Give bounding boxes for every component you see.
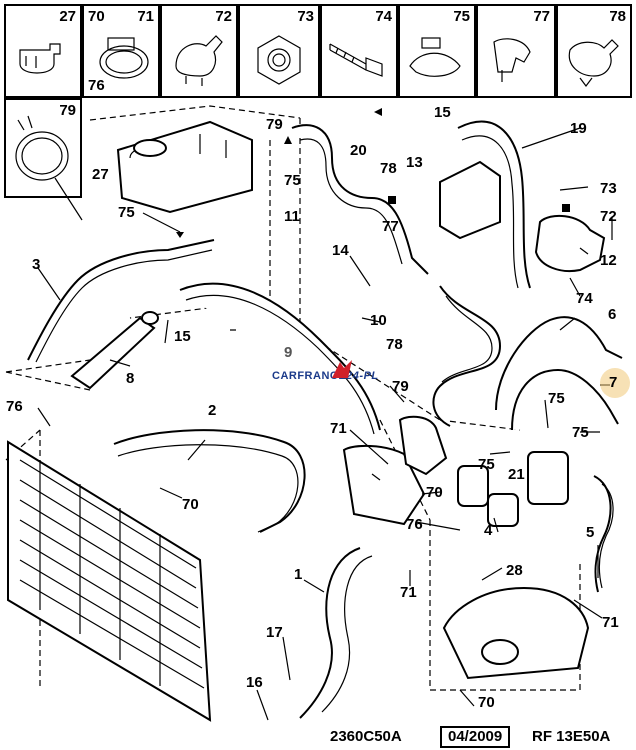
strap-clip-icon — [409, 37, 461, 77]
callout-79[interactable]: 79 — [266, 116, 283, 133]
callout-71[interactable]: 71 — [400, 584, 417, 601]
watermark-mark-icon — [332, 360, 352, 378]
callout-14[interactable]: 14 — [332, 242, 349, 259]
part-number: 79 — [59, 102, 76, 119]
callout-70[interactable]: 70 — [478, 694, 495, 711]
callout-76[interactable]: 76 — [6, 398, 23, 415]
callout-28[interactable]: 28 — [506, 562, 523, 579]
part-cell-27[interactable]: 27 — [4, 4, 82, 98]
callout-19[interactable]: 19 — [570, 120, 587, 137]
diagram-code: 2360C50A — [330, 728, 402, 745]
callout-6[interactable]: 6 — [608, 306, 617, 323]
watermark-text-2: 24-PL — [346, 370, 379, 382]
callout-27[interactable]: 27 — [92, 166, 109, 183]
callout-15[interactable]: 15 — [434, 104, 451, 121]
callout-75[interactable]: 75 — [478, 456, 495, 473]
hose-clamp-icon — [99, 37, 149, 79]
bracket-icon — [175, 35, 223, 86]
callout-75[interactable]: 75 — [118, 204, 135, 221]
callout-70[interactable]: 70 — [182, 496, 199, 513]
spring-clamp-icon — [15, 115, 69, 181]
highlight-marker — [600, 368, 630, 398]
part-cell-78[interactable]: 78 — [556, 4, 632, 98]
callout-5[interactable]: 5 — [586, 524, 595, 541]
callout-4[interactable]: 4 — [484, 522, 493, 539]
callout-17[interactable]: 17 — [266, 624, 283, 641]
callout-10[interactable]: 10 — [370, 312, 387, 329]
nut-icon — [257, 35, 301, 85]
part-cell-70-71-76[interactable]: 70 71 76 — [82, 4, 160, 98]
callout-13[interactable]: 13 — [406, 154, 423, 171]
part-number: 74 — [375, 8, 392, 25]
part-cell-77[interactable]: 77 — [476, 4, 556, 98]
callout-78[interactable]: 78 — [380, 160, 397, 177]
callout-12[interactable]: 12 — [600, 252, 617, 269]
callout-75[interactable]: 75 — [572, 424, 589, 441]
part-number: 75 — [453, 8, 470, 25]
callout-8[interactable]: 8 — [126, 370, 135, 387]
callout-2[interactable]: 2 — [208, 402, 217, 419]
watermark-text-1: CARFRANCE — [272, 370, 347, 382]
callout-20[interactable]: 20 — [350, 142, 367, 159]
part-cell-73[interactable]: 73 — [238, 4, 320, 98]
part-cell-75[interactable]: 75 — [398, 4, 476, 98]
part-number: 72 — [215, 8, 232, 25]
part-number: 76 — [88, 77, 105, 94]
diagram-ref: RF 13E50A — [532, 728, 611, 745]
part-cell-72[interactable]: 72 — [160, 4, 238, 98]
screw-icon — [329, 43, 383, 77]
callout-11[interactable]: 11 — [284, 208, 300, 225]
callout-73[interactable]: 73 — [600, 180, 617, 197]
callout-71[interactable]: 71 — [602, 614, 619, 631]
clip-holder-icon — [493, 38, 531, 82]
callout-7[interactable]: 7 — [609, 374, 618, 391]
callout-70[interactable]: 70 — [426, 484, 443, 501]
part-number: 71 — [137, 8, 154, 25]
callout-78[interactable]: 78 — [386, 336, 403, 353]
part-number: 78 — [609, 8, 626, 25]
callout-3[interactable]: 3 — [32, 256, 41, 273]
clip-icon — [19, 43, 61, 74]
callout-15[interactable]: 15 — [174, 328, 191, 345]
part-number: 27 — [59, 8, 76, 25]
callout-21[interactable]: 21 — [508, 466, 525, 483]
callout-72[interactable]: 72 — [600, 208, 617, 225]
callout-16[interactable]: 16 — [246, 674, 263, 691]
part-cell-79[interactable]: 79 — [4, 98, 82, 198]
callout-9[interactable]: 9 — [284, 344, 293, 361]
callout-71[interactable]: 71 — [330, 420, 347, 437]
callout-77[interactable]: 77 — [382, 218, 399, 235]
part-number: 77 — [533, 8, 550, 25]
callout-76[interactable]: 76 — [406, 516, 423, 533]
part-cell-74[interactable]: 74 — [320, 4, 398, 98]
diagram-date: 04/2009 — [440, 726, 511, 748]
part-number: 70 — [88, 8, 105, 25]
callout-79[interactable]: 79 — [392, 378, 409, 395]
mount-clip-icon — [568, 39, 619, 87]
watermark-logo: CARFRANCE24-PL — [272, 370, 379, 382]
part-number: 73 — [297, 8, 314, 25]
callout-74[interactable]: 74 — [576, 290, 593, 307]
callout-75[interactable]: 75 — [284, 172, 301, 189]
callout-75[interactable]: 75 — [548, 390, 565, 407]
callout-1[interactable]: 1 — [294, 566, 303, 583]
